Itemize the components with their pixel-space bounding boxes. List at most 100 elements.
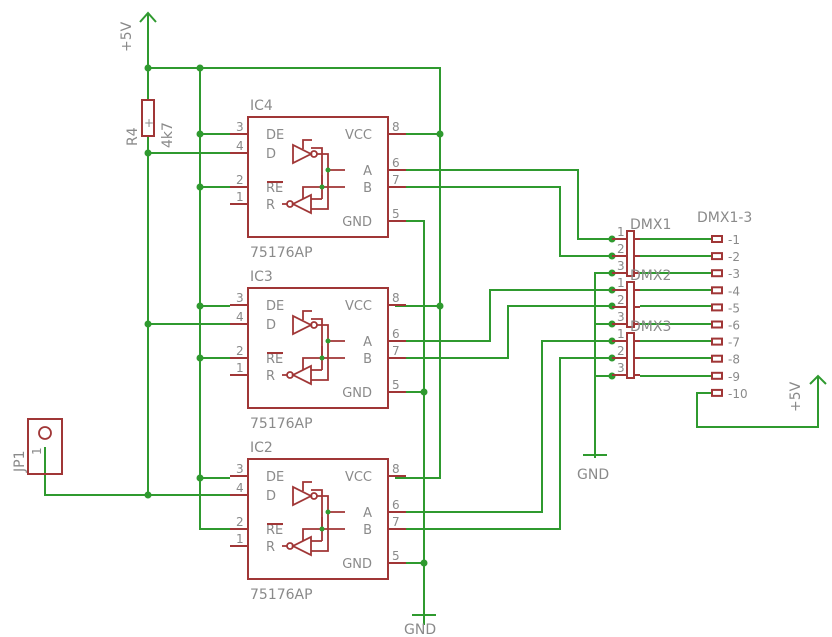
ic-pin-label: VCC <box>345 299 372 314</box>
connector-body <box>626 230 635 277</box>
terminal-pad <box>711 235 723 243</box>
ic-pin-label: GND <box>342 215 372 230</box>
terminal-pin: -2 <box>711 250 740 264</box>
connector-pin-number: 1 <box>617 327 625 341</box>
terminal-pad <box>711 388 723 397</box>
connector-name: DMX1 <box>630 217 671 233</box>
ic-pin-number: 6 <box>392 498 400 512</box>
ic-name: IC4 <box>250 98 273 114</box>
terminal-pin: -7 <box>711 336 740 350</box>
ic-pin-number: 1 <box>236 190 244 204</box>
resistor-name: R4 <box>125 127 141 146</box>
gate-junction <box>319 184 325 190</box>
supply-top: +5V <box>119 11 157 52</box>
ic-pin-number: 3 <box>236 462 244 476</box>
connector-pin-number: 2 <box>617 293 625 307</box>
terminal-pad <box>711 303 723 312</box>
ic-name: IC2 <box>250 440 273 456</box>
ic-pin-label: RE <box>266 523 283 538</box>
ic-pin-label: DE <box>266 470 284 485</box>
ic-pin-label: A <box>363 335 372 350</box>
terminal-pin-label: -10 <box>728 387 748 401</box>
supply-right-label: +5V <box>788 381 804 412</box>
ic-pin-label: VCC <box>345 470 372 485</box>
connector-pin-number: 3 <box>617 310 625 324</box>
terminal-pin-label: -5 <box>728 301 740 315</box>
terminal-pad <box>711 371 723 380</box>
ic-pin-label: VCC <box>345 128 372 143</box>
ic-pin-label: DE <box>266 128 284 143</box>
terminal-pad <box>711 252 723 261</box>
ic-pin-number: 1 <box>236 361 244 375</box>
terminal-pin: -1 <box>711 233 740 247</box>
connector-name: DMX3 <box>630 319 671 335</box>
receiver-bubble <box>286 371 294 379</box>
ic-pin-number: 8 <box>392 291 400 305</box>
receiver-bubble <box>286 200 294 208</box>
connector-pin-number: 2 <box>617 344 625 358</box>
gnd-mid-label: GND <box>577 467 609 483</box>
driver-gate <box>292 314 314 336</box>
jumper-name: JP1 <box>12 451 28 473</box>
connector-dmx2: DMX2 1 2 3 <box>612 268 671 328</box>
gate-junction <box>325 509 331 515</box>
ic-body <box>247 287 389 409</box>
ic-pin-label: D <box>266 489 276 504</box>
receiver-gate <box>290 364 312 386</box>
connector-body <box>626 281 635 328</box>
driver-lines <box>302 481 345 529</box>
gnd-bottom-label: GND <box>404 622 436 637</box>
ic-pin-number: 5 <box>392 549 400 563</box>
resistor-value: 4k7 <box>160 122 176 148</box>
svg-text:+: + <box>144 116 154 130</box>
connector-name: DMX2 <box>630 268 671 284</box>
terminal-pin-label: -1 <box>728 233 740 247</box>
terminal-pin: -10 <box>711 387 748 401</box>
ic-pin-number: 4 <box>236 481 244 495</box>
ic-pin-number: 2 <box>236 515 244 529</box>
ic-pin-label: A <box>363 506 372 521</box>
terminal-pin: -3 <box>711 267 740 281</box>
gnd-mid: GND <box>577 454 609 483</box>
ic-part: 75176AP <box>250 245 313 261</box>
ic-part: 75176AP <box>250 587 313 603</box>
terminal-block-name: DMX1-3 <box>697 210 752 226</box>
connector-pin-number: 3 <box>617 361 625 375</box>
ic-name: IC3 <box>250 269 273 285</box>
terminal-pad <box>711 337 723 346</box>
ic-pin-label: RE <box>266 181 283 196</box>
ic-pin-number: 8 <box>392 462 400 476</box>
terminal-pin-label: -7 <box>728 336 740 350</box>
terminal-pin-label: -6 <box>728 319 740 333</box>
gnd-bottom: GND <box>404 614 436 637</box>
ic-pin-label: R <box>266 198 275 213</box>
driver-gate <box>292 143 314 165</box>
ic-body <box>247 458 389 580</box>
gate-junction <box>319 355 325 361</box>
terminal-pin: -4 <box>711 284 740 298</box>
ic-body <box>247 116 389 238</box>
jumper-pin: 1 <box>30 447 44 455</box>
driver-lines <box>302 139 345 187</box>
supply-right: +5V <box>788 374 827 412</box>
terminal-pin: -6 <box>711 319 740 333</box>
ic-pin-label: GND <box>342 386 372 401</box>
gate-junction <box>325 338 331 344</box>
ic-pin-number: 6 <box>392 156 400 170</box>
terminal-pin-label: -3 <box>728 267 740 281</box>
ic-pin-number: 5 <box>392 378 400 392</box>
ic-pin-number: 2 <box>236 173 244 187</box>
driver-bubble <box>310 492 318 500</box>
terminal-pad <box>711 320 723 329</box>
terminal-pad <box>711 269 723 278</box>
ic-pin-number: 3 <box>236 291 244 305</box>
ic-pin-number: 2 <box>236 344 244 358</box>
connector-pin-number: 1 <box>617 276 625 290</box>
terminal-pad <box>711 354 723 363</box>
ic-pin-number: 1 <box>236 532 244 546</box>
